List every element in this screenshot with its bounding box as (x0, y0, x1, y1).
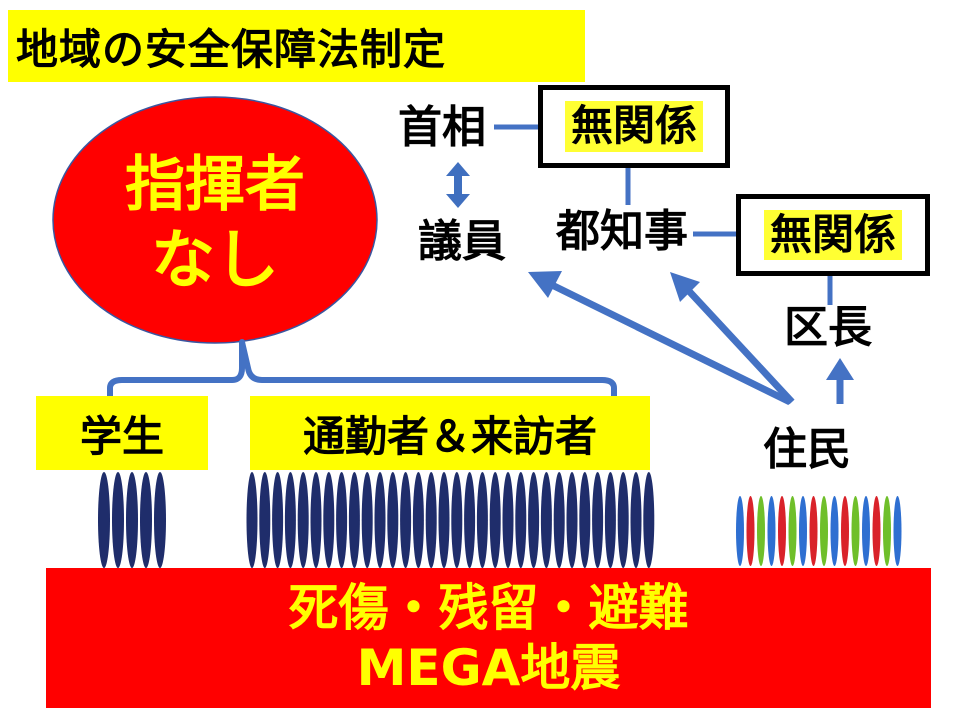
students-label: 学生 (36, 396, 208, 470)
person-figure (374, 472, 386, 568)
person-figure (126, 472, 138, 568)
person-figure (297, 472, 309, 568)
person-figure (112, 472, 124, 568)
person-figure (767, 496, 776, 566)
person-figure (830, 496, 839, 566)
person-figure (515, 472, 527, 568)
page-title: 地域の安全保障法制定 (8, 10, 585, 82)
person-figure (502, 472, 514, 568)
person-figure (579, 472, 591, 568)
person-figure (154, 472, 166, 568)
person-figure (788, 496, 797, 566)
band-line1: 死傷・残留・避難 (288, 579, 689, 637)
unrelated-label-2: 無関係 (763, 209, 902, 261)
assembly-label: 議員 (418, 216, 506, 267)
casualty-band: 死傷・残留・避難 MEGA地震 (46, 568, 931, 708)
person-figure (310, 472, 322, 568)
person-figure (778, 496, 786, 566)
students-people-group (98, 472, 166, 568)
person-figure (412, 472, 424, 568)
person-figure (284, 472, 296, 568)
person-figure (272, 472, 284, 568)
person-figure (809, 496, 818, 566)
commuters-visitors-label: 通勤者＆来訪者 (250, 396, 650, 470)
person-figure (862, 496, 870, 566)
ward-head-label: 区長 (784, 302, 872, 353)
person-figure (348, 472, 360, 568)
unrelated-label-1: 無関係 (564, 101, 703, 152)
no-leader-oval (52, 96, 378, 344)
person-figure (323, 472, 335, 568)
person-figure (259, 472, 271, 568)
person-figure (553, 472, 565, 568)
person-figure (476, 472, 488, 568)
person-figure (451, 472, 463, 568)
oval-text-line2: なし (151, 224, 279, 298)
person-figure (757, 496, 765, 566)
arrow-residents-to-assembly (528, 271, 792, 406)
person-figure (746, 496, 755, 566)
person-figure (464, 472, 476, 568)
person-figure (540, 472, 552, 568)
person-figure (592, 472, 604, 568)
group-brace (107, 339, 617, 400)
double-arrow-pm-assembly (446, 162, 470, 208)
person-figure (883, 496, 891, 566)
person-figure (438, 472, 450, 568)
person-figure (140, 472, 152, 568)
person-figure (566, 472, 578, 568)
unrelated-box-1: 無関係 (538, 85, 730, 168)
person-figure (630, 472, 642, 568)
person-figure (425, 472, 437, 568)
arrow-residents-to-governor (670, 272, 795, 405)
person-figure (361, 472, 373, 568)
band-line2: MEGA地震 (356, 639, 621, 697)
person-figure (528, 472, 540, 568)
person-figure (851, 496, 860, 566)
person-figure (736, 496, 744, 566)
person-figure (489, 472, 501, 568)
governor-label: 都知事 (556, 206, 688, 257)
commuters-people-group (246, 472, 655, 568)
person-figure (336, 472, 348, 568)
prime-minister-label: 首相 (398, 102, 486, 153)
person-figure (387, 472, 399, 568)
residents-people-group (736, 496, 902, 566)
person-figure (872, 496, 881, 566)
person-figure (604, 472, 616, 568)
person-figure (893, 496, 902, 566)
arrow-residents-to-ward (826, 358, 854, 404)
person-figure (617, 472, 629, 568)
oval-text-line1: 指揮者 (125, 150, 305, 220)
person-figure (841, 496, 849, 566)
unrelated-box-2: 無関係 (736, 194, 930, 276)
person-figure (246, 472, 258, 568)
person-figure (400, 472, 412, 568)
person-figure (98, 472, 110, 568)
person-figure (799, 496, 807, 566)
person-figure (820, 496, 828, 566)
person-figure (643, 472, 655, 568)
residents-label: 住民 (763, 424, 851, 475)
